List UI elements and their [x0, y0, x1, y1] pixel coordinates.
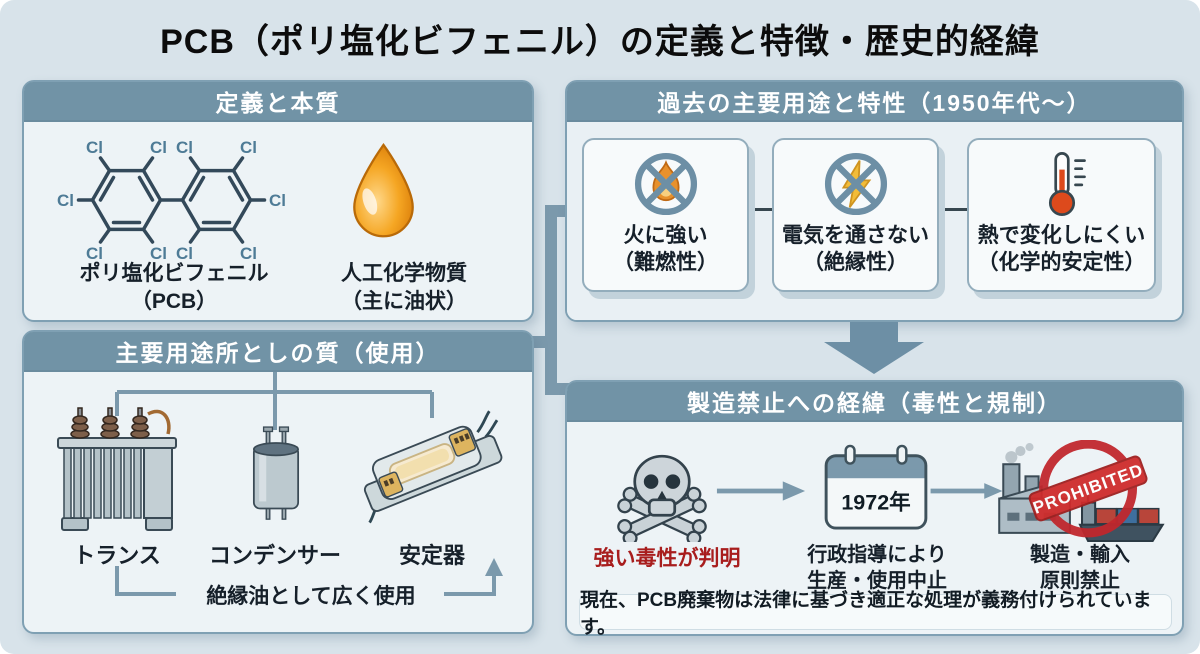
- transformer-icon: [57, 407, 177, 531]
- svg-text:Cl: Cl: [240, 244, 257, 263]
- svg-text:Cl: Cl: [176, 138, 193, 157]
- svg-text:Cl: Cl: [176, 244, 193, 263]
- prohibited-factory-ship-icon: PROHIBITED: [998, 440, 1165, 542]
- no-electricity-icon: [824, 152, 887, 216]
- substance-label: 人工化学物質 （主に油状）: [341, 262, 467, 313]
- definition-box: 定義と本質 Cl Cl Cl: [22, 80, 534, 322]
- current-regulation-note: 現在、PCB廃棄物は法律に基づき適正な処理が義務付けられています。: [579, 590, 1172, 638]
- page-title: PCB（ポリ塩化ビフェニル）の定義と特徴・歴史的経緯: [160, 23, 1040, 61]
- property-card-text: 電気を通さない （絶縁性）: [782, 224, 929, 274]
- property-card-flame: 火に強い （難燃性）: [582, 138, 749, 292]
- svg-text:1972年: 1972年: [841, 490, 910, 515]
- insulating-oil-note: 絶縁油として広く使用: [206, 585, 416, 608]
- svg-text:Cl: Cl: [86, 138, 103, 157]
- pcb-molecule-icon: Cl Cl Cl Cl Cl Cl Cl Cl Cl Cl: [57, 138, 286, 263]
- toxicity-label: 強い毒性が判明: [593, 547, 741, 570]
- svg-text:Cl: Cl: [150, 244, 167, 263]
- down-arrow-icon: [824, 322, 924, 374]
- card-connector-line: [745, 208, 772, 211]
- definition-box-header: 定義と本質: [24, 82, 532, 122]
- property-card-heat: 熱で変化しにくい （化学的安定性）: [967, 138, 1156, 292]
- property-card-electricity: 電気を通さない （絶縁性）: [772, 138, 939, 292]
- svg-text:Cl: Cl: [150, 138, 167, 157]
- equipment-label-transformer: トランス: [73, 543, 161, 568]
- properties-box: 過去の主要用途と特性（1950年代〜） 火に強い （難燃性）: [565, 80, 1184, 322]
- property-card-text: 熱で変化しにくい （化学的安定性）: [977, 224, 1146, 274]
- usage-connector-lines: [115, 372, 503, 596]
- ban-label: 製造・輸入 原則禁止: [1030, 544, 1130, 592]
- skull-crossbones-icon: [617, 454, 707, 542]
- ballast-icon: [363, 410, 503, 524]
- administrative-guidance-label: 行政指導により 生産・使用中止: [807, 544, 947, 592]
- right-arrow-icon: [930, 483, 1003, 499]
- thermometer-icon: [1048, 152, 1086, 216]
- calendar-1972-icon: 1972年: [824, 444, 928, 530]
- right-arrow-icon: [716, 481, 806, 501]
- equipment-label-capacitor: コンデンサー: [208, 543, 341, 568]
- svg-text:Cl: Cl: [86, 244, 103, 263]
- properties-box-header: 過去の主要用途と特性（1950年代〜）: [567, 82, 1182, 122]
- property-card-text: 火に強い （難燃性）: [613, 224, 718, 274]
- capacitor-icon: [252, 426, 300, 520]
- ban-box: 製造禁止への経緯（毒性と規制）: [565, 380, 1184, 638]
- ban-box-header: 製造禁止への経緯（毒性と規制）: [567, 382, 1182, 422]
- usage-box: 主要用途所としの質（使用）: [22, 330, 534, 634]
- no-fire-icon: [634, 152, 697, 216]
- usage-box-header: 主要用途所としの質（使用）: [24, 332, 532, 372]
- svg-text:Cl: Cl: [240, 138, 257, 157]
- svg-text:Cl: Cl: [57, 191, 74, 210]
- oil-droplet-icon: [353, 143, 414, 238]
- svg-text:Cl: Cl: [269, 191, 286, 210]
- chemical-name-label: ポリ塩化ビフェニル （PCB）: [79, 262, 269, 313]
- equipment-label-ballast: 安定器: [398, 543, 465, 568]
- card-connector-line: [935, 208, 967, 211]
